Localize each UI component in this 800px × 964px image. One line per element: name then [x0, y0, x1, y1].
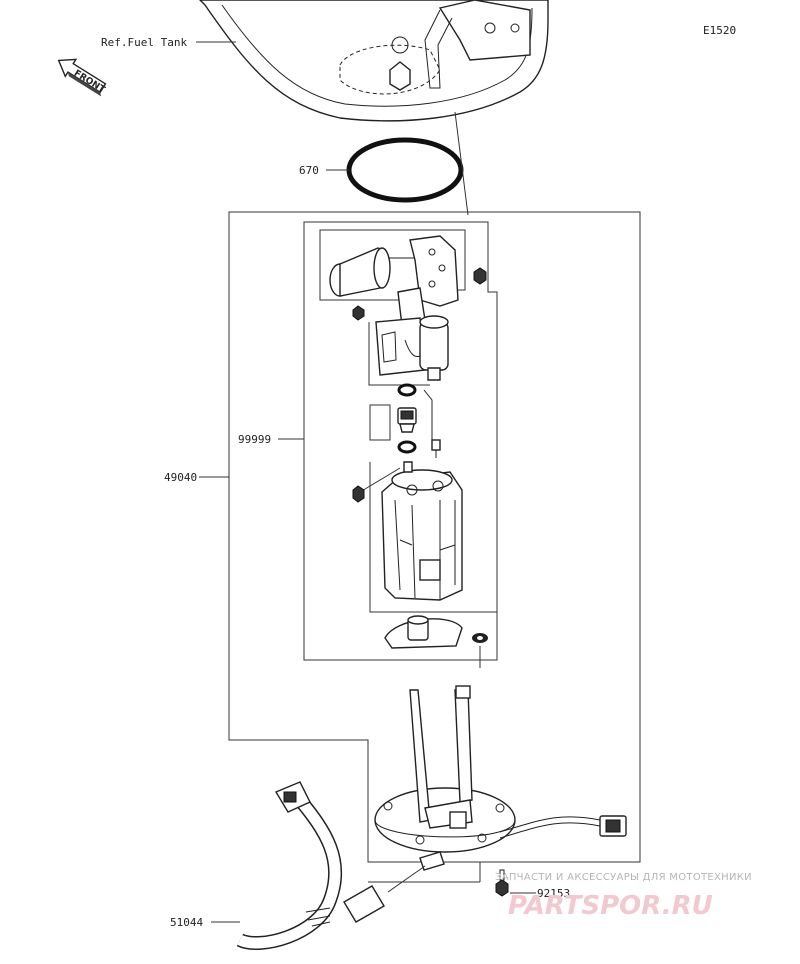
- fuel-outlet: [419, 851, 445, 871]
- fuel-pump-body: [381, 461, 463, 601]
- label-gasket: 670: [299, 164, 319, 177]
- bolt-left: [352, 305, 365, 321]
- washer: [472, 633, 488, 643]
- pump-flange: [374, 685, 516, 853]
- watermark-logo: PARTSPOR.RU: [508, 891, 713, 921]
- fuel-hose: [236, 781, 385, 951]
- o-ring-upper: [397, 383, 417, 397]
- tank-gasket: [346, 137, 464, 203]
- label-pump-assembly: 49040: [164, 471, 197, 484]
- o-ring-lower: [397, 440, 417, 454]
- label-clamp: 92153: [537, 887, 570, 900]
- pressure-regulator: [397, 407, 417, 433]
- wire-harness: [499, 815, 627, 839]
- pump-head: [375, 315, 449, 381]
- label-pump-subassembly: 99999: [238, 433, 271, 446]
- watermark-tagline: ЗАПЧАСТИ И АКСЕССУАРЫ ДЛЯ МОТОТЕХНИКИ: [495, 872, 752, 883]
- label-hose: 51044: [170, 916, 203, 929]
- fuel-tank: [199, 0, 549, 122]
- hose-clamp: [495, 869, 509, 897]
- bolt-top-right: [473, 267, 487, 285]
- fuel-level-sender: [329, 235, 459, 327]
- filter-base: [384, 615, 463, 649]
- diagram-code: E1520: [703, 24, 736, 37]
- label-fuel-tank: Ref.Fuel Tank: [101, 36, 187, 49]
- front-arrow-icon: FRONT: [57, 58, 107, 97]
- bolt-pump: [352, 485, 365, 503]
